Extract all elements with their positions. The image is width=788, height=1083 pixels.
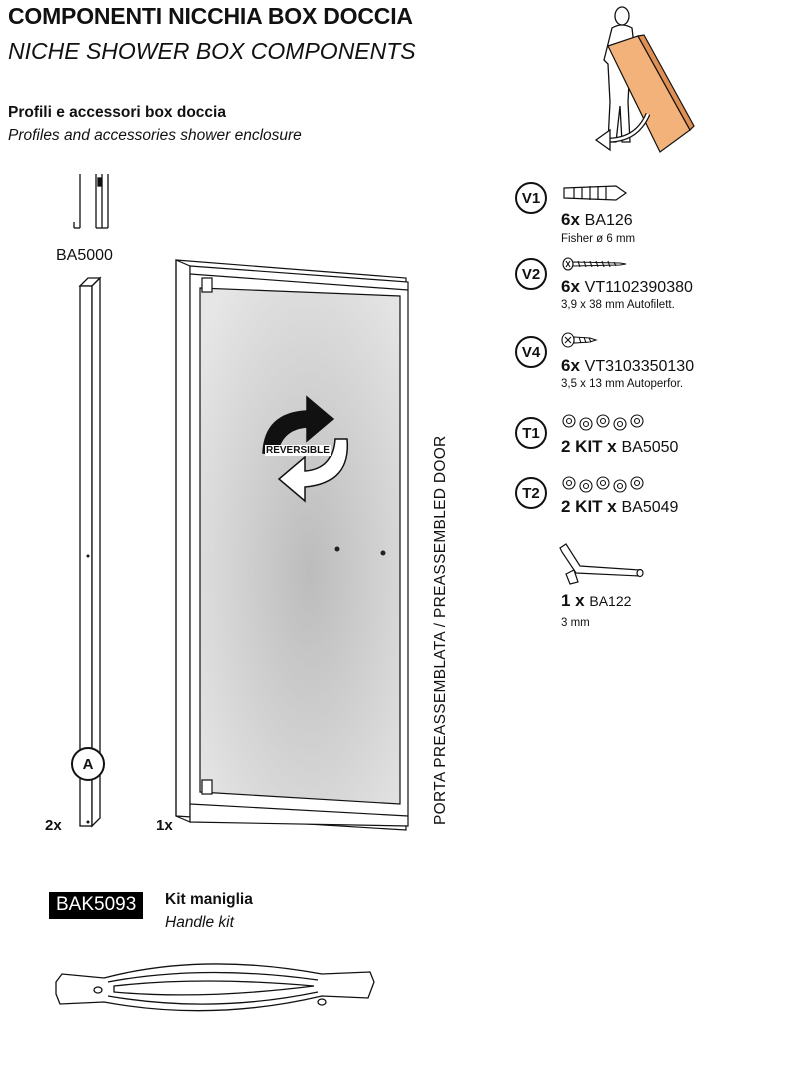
wall-plug-icon <box>563 185 628 201</box>
part-code-v4: VT3103350130 <box>584 358 695 375</box>
part-desc-v1: Fisher ø 6 mm <box>561 233 636 245</box>
rotate-arrow-icon <box>262 395 349 503</box>
profile-marker-badge: A <box>71 747 105 781</box>
reversible-label: REVERSIBLE <box>265 445 331 456</box>
hinge-chain-icon <box>562 476 644 493</box>
part-badge-v4: V4 <box>515 336 547 368</box>
part-desc-v4: 3,5 x 13 mm Autoperfor. <box>561 378 684 390</box>
profile-code: BA5000 <box>56 247 113 264</box>
part-qty-v1: 6x <box>561 210 580 229</box>
part-line-v2: 6x VT1102390380 <box>561 277 693 297</box>
part-code-t1: BA5050 <box>621 439 679 456</box>
part-line-v4: 6x VT3103350130 <box>561 356 694 376</box>
part-qty-t2: 2 KIT x <box>561 497 617 516</box>
part-code-v2: VT1102390380 <box>584 279 693 296</box>
part-badge-v2: V2 <box>515 258 547 290</box>
door-vertical-label: PORTA PREASSEMBLATA / PREASSEMBLED DOOR <box>432 435 449 825</box>
screw-icon <box>561 332 598 348</box>
part-qty-t1: 2 KIT x <box>561 437 617 456</box>
section-title: Profili e accessori box doccia <box>8 104 226 121</box>
key-qty: 1 x <box>561 591 585 610</box>
part-code-t2: BA5049 <box>621 499 679 516</box>
handle-kit-subtitle: Handle kit <box>165 914 234 931</box>
key-code: BA122 <box>589 593 632 609</box>
part-line-t2: 2 KIT x BA5049 <box>561 497 678 517</box>
person-carrying-panel-icon <box>594 6 695 153</box>
part-badge-t1: T1 <box>515 417 547 449</box>
part-code-v1: BA126 <box>584 212 633 229</box>
handle-kit-code: BAK5093 <box>49 892 144 919</box>
handle-kit-title: Kit maniglia <box>165 891 253 908</box>
door-quantity: 1x <box>156 817 173 834</box>
part-line-v1: 6x BA126 <box>561 210 633 230</box>
profile-quantity: 2x <box>45 817 62 834</box>
part-qty-v2: 6x <box>561 277 580 296</box>
profile-section-drawing <box>73 174 109 229</box>
part-badge-v1: V1 <box>515 182 547 214</box>
screw-icon <box>562 257 627 271</box>
key-line: 1 x BA122 <box>561 591 631 611</box>
section-subtitle: Profiles and accessories shower enclosur… <box>8 127 302 144</box>
part-badge-t2: T2 <box>515 477 547 509</box>
part-qty-v4: 6x <box>561 356 580 375</box>
part-line-t1: 2 KIT x BA5050 <box>561 437 678 457</box>
handle-drawing <box>55 963 375 1012</box>
page-title: COMPONENTI NICCHIA BOX DOCCIA <box>8 3 413 29</box>
profile-bar-drawing <box>78 276 102 828</box>
key-desc: 3 mm <box>561 617 590 629</box>
preassembled-door-drawing <box>175 259 409 831</box>
part-desc-v2: 3,9 x 38 mm Autofilett. <box>561 299 675 311</box>
page-subtitle: NICHE SHOWER BOX COMPONENTS <box>8 38 416 64</box>
allen-key-icon <box>559 543 644 585</box>
hinge-chain-icon <box>562 414 644 431</box>
